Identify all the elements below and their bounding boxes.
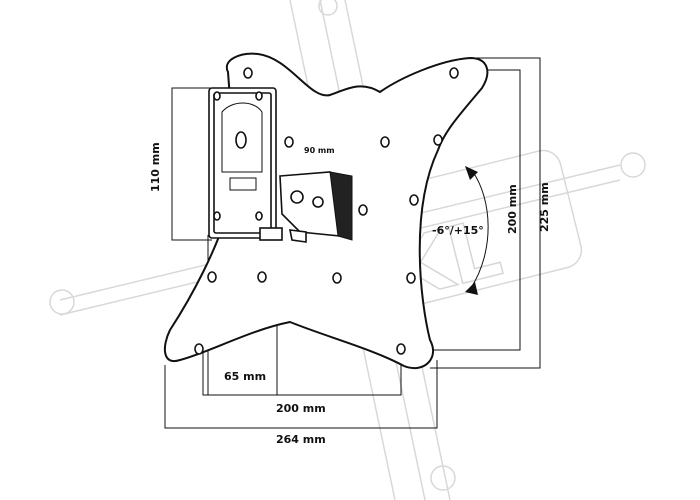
tilt-arrow: [465, 166, 489, 295]
width-90-label: 90 mm: [304, 146, 335, 155]
height-200-label: 200 mm: [506, 184, 519, 234]
bottom-264-label: 264 mm: [276, 433, 326, 446]
width-110-label: 110 mm: [149, 142, 162, 192]
watermark-circle-bottom: [430, 465, 456, 491]
bottom-200-label: 200 mm: [276, 402, 326, 415]
wall-bracket: [208, 87, 283, 241]
watermark-circle-left: [49, 289, 75, 315]
height-225-label: 225 mm: [538, 182, 551, 232]
watermark-circle-right: [620, 152, 646, 178]
tilt-label: -6°/+15°: [432, 224, 484, 237]
mounting-holes: [194, 67, 459, 355]
bottom-65-label: 65 mm: [224, 370, 266, 383]
tilt-hinge: [279, 171, 353, 243]
watermark-circle-top: [318, 0, 338, 16]
